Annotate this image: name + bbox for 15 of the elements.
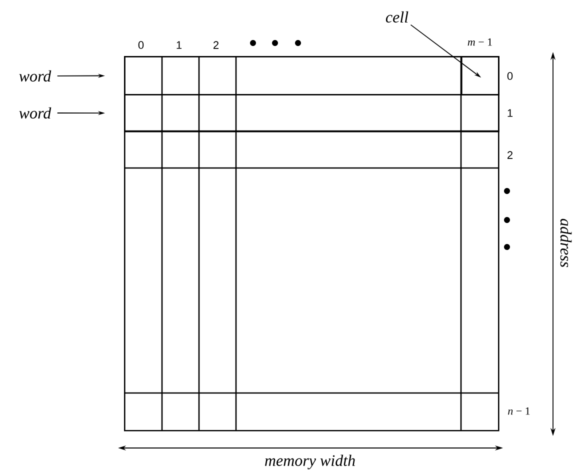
column-number: m − 1 — [468, 38, 492, 46]
word-label: word — [19, 70, 52, 82]
row-number: n − 1 — [508, 407, 530, 415]
column-number: 1 — [176, 41, 182, 49]
row-number: 0 — [507, 72, 513, 80]
dimension-label: address — [560, 218, 572, 268]
row-number: 2 — [508, 151, 512, 159]
memory-cell — [461, 56, 500, 96]
word-label: word — [19, 107, 52, 119]
cell-label: cell — [386, 11, 408, 23]
row-number: 1 — [508, 109, 513, 117]
memory-row — [124, 94, 500, 132]
dimension-label: memory width — [265, 454, 355, 470]
column-number: 2 — [214, 41, 219, 49]
column-number: 0 — [138, 41, 144, 49]
